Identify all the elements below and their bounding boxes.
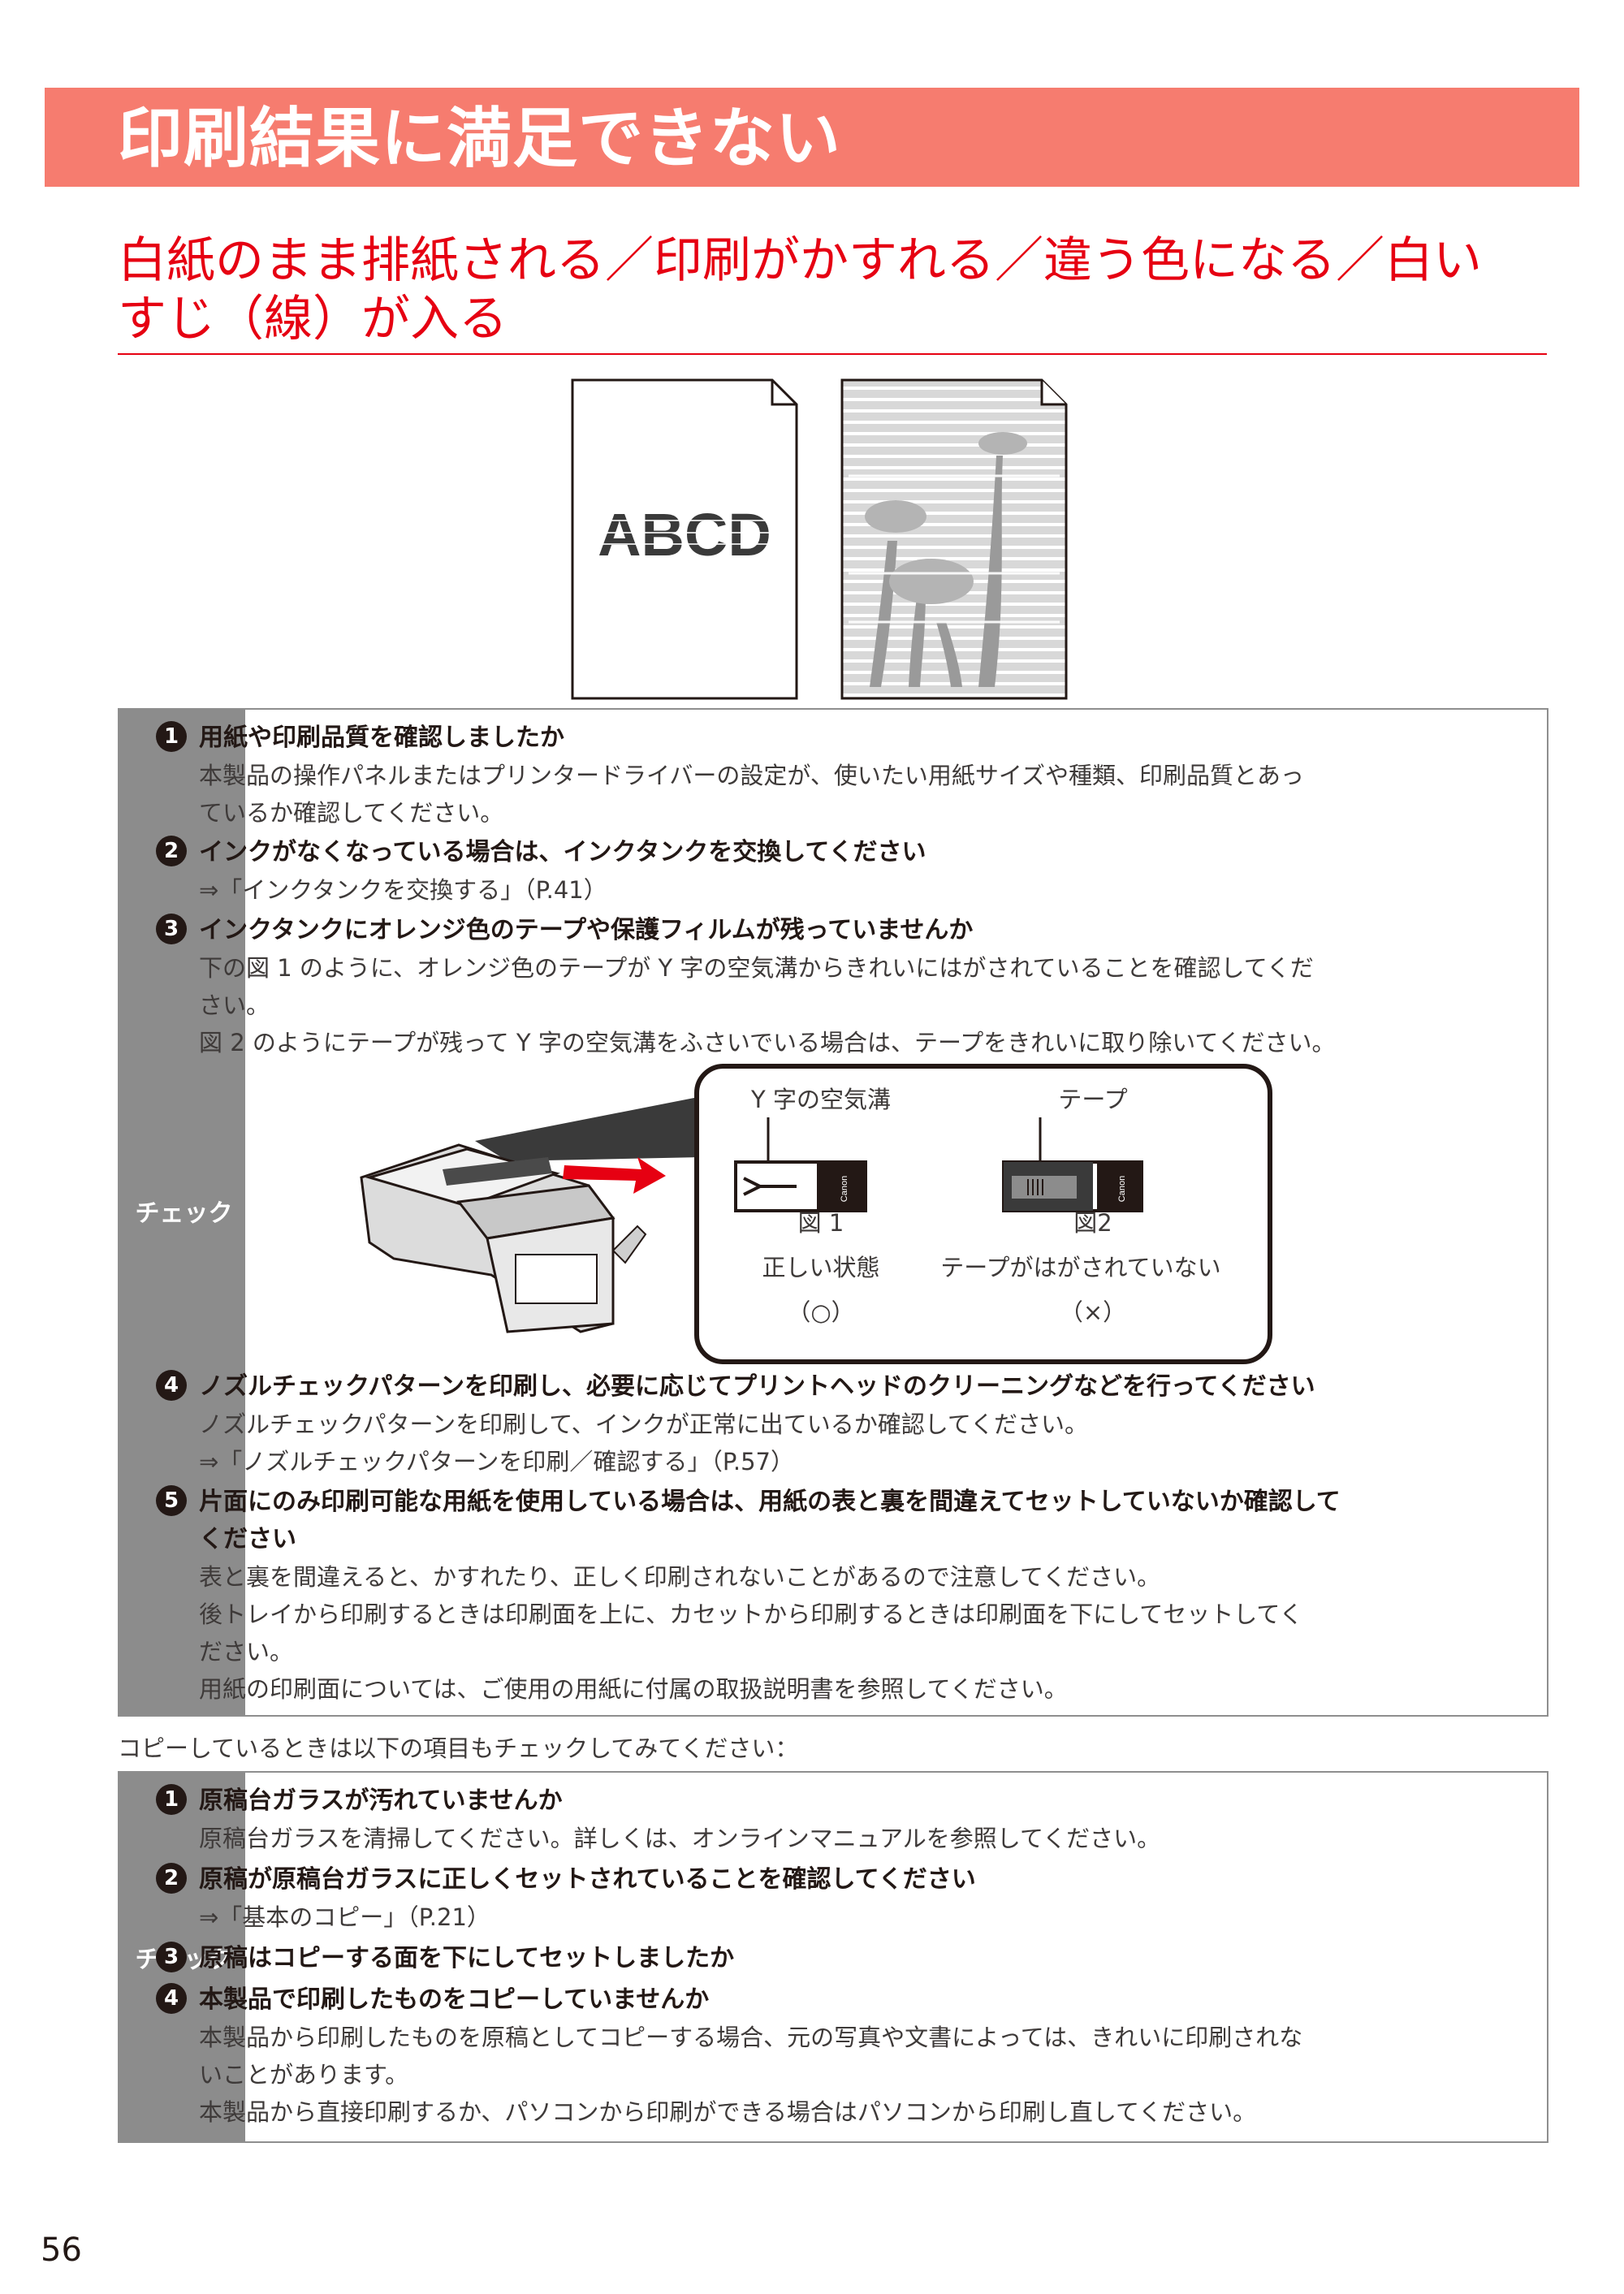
item-body-line: 本製品から印刷したものを原稿としてコピーする場合、元の写真や文書によっては、きれ…	[199, 2024, 1303, 2051]
sample-sheet-faded-text: ABCD	[571, 378, 798, 700]
check-item-2-4: 4 本製品で印刷したものをコピーしていませんか 本製品から印刷したものを原稿とし…	[156, 1981, 1531, 2131]
item-number-badge: 4	[156, 1983, 187, 2014]
check-box-1: チェック	[118, 708, 1548, 1717]
ink-tank-callout: Y 字の空気溝 テープ Canon Canon 図 1 図2 正しい状態 テープ…	[694, 1064, 1272, 1364]
label-y-groove: Y 字の空気溝	[751, 1086, 891, 1113]
figure-2-tank-top: Canon	[1002, 1117, 1143, 1212]
item-heading: 原稿台ガラスが汚れていませんか	[199, 1786, 563, 1815]
item-reference-link[interactable]: ⇒「インクタンクを交換する」（P.41）	[199, 876, 607, 904]
check-label-bar: チェック	[119, 710, 245, 1715]
check-item-2-2: 2 原稿が原稿台ガラスに正しくセットされていることを確認してください ⇒「基本の…	[156, 1861, 1531, 1936]
title-banner: 印刷結果に満足できない	[45, 88, 1579, 187]
item-body-line: 表と裏を間違えると、かすれたり、正しく印刷されないことがあるので注意してください…	[199, 1563, 1161, 1591]
figure-2-mark: （×）	[1059, 1298, 1127, 1326]
item-heading: インクタンクにオレンジ色のテープや保護フィルムが残っていませんか	[199, 916, 974, 944]
check-item-2-3: 3 原稿はコピーする面を下にしてセットしましたか	[156, 1940, 1531, 1977]
item-number-badge: 2	[156, 836, 187, 866]
item-body-line: いことがあります。	[199, 2061, 409, 2089]
item-body-line: ているか確認してください。	[199, 799, 504, 827]
brand-label: Canon	[840, 1176, 849, 1202]
figure-1-label: 図 1	[797, 1209, 844, 1237]
ink-tank-illustration	[360, 1096, 702, 1333]
item-heading: ください	[199, 1525, 296, 1553]
figure-2-description: テープがはがされていない	[940, 1254, 1221, 1281]
check-item-1-2: 2 インクがなくなっている場合は、インクタンクを交換してください ⇒「インクタン…	[156, 834, 1531, 909]
item-heading: インクがなくなっている場合は、インクタンクを交換してください	[199, 838, 926, 866]
check-item-1-1: 1 用紙や印刷品質を確認しましたか 本製品の操作パネルまたはプリンタードライバー…	[156, 719, 1531, 832]
item-heading: 片面にのみ印刷可能な用紙を使用している場合は、用紙の表と裏を間違えてセットしてい…	[199, 1488, 1341, 1516]
item-number-badge: 2	[156, 1863, 187, 1894]
item-body-line: 後トレイから印刷するときは印刷面を上に、カセットから印刷するときは印刷面を下にし…	[199, 1601, 1303, 1628]
subtitle-line-1: 白紙のまま排紙される／印刷がかすれる／違う色になる／白い	[118, 232, 1482, 289]
check-label: チェック	[135, 1199, 233, 1228]
item-heading: ノズルチェックパターンを印刷し、必要に応じてプリントヘッドのクリーニングなどを行…	[199, 1372, 1315, 1401]
item-heading: 本製品で印刷したものをコピーしていませんか	[199, 1985, 710, 2014]
item-body-line: 図 2 のようにテープが残って Y 字の空気溝をふさいでいる場合は、テープをきれ…	[199, 1029, 1336, 1056]
subtitle-line-2: すじ（線）が入る	[118, 291, 508, 348]
figure-1-mark: （○）	[787, 1298, 855, 1326]
item-body-line: ノズルチェックパターンを印刷して、インクが正常に出ているか確認してください。	[199, 1411, 1089, 1438]
item-reference-link[interactable]: ⇒「基本のコピー」（P.21）	[199, 1903, 490, 1931]
subtitle-rule	[118, 353, 1547, 355]
page-title: 印刷結果に満足できない	[118, 101, 841, 176]
page-number: 56	[41, 2231, 82, 2269]
item-number-badge: 1	[156, 1784, 187, 1815]
item-body-line: 用紙の印刷面については、ご使用の用紙に付属の取扱説明書を参照してください。	[199, 1675, 1068, 1703]
item-number-badge: 3	[156, 1942, 187, 1972]
item-body-line: さい。	[199, 991, 270, 1019]
figure-1-description: 正しい状態	[762, 1254, 880, 1281]
item-reference-link[interactable]: ⇒「ノズルチェックパターンを印刷／確認する」（P.57）	[199, 1448, 794, 1475]
sample-sheet-streaked-image	[840, 378, 1068, 700]
item-number-badge: 4	[156, 1370, 187, 1401]
item-number-badge: 5	[156, 1485, 187, 1516]
check-item-1-5: 5 片面にのみ印刷可能な用紙を使用している場合は、用紙の表と裏を間違えてセットし…	[156, 1484, 1531, 1708]
item-number-badge: 3	[156, 914, 187, 944]
sample-abcd-text: ABCD	[598, 501, 771, 568]
item-body-line: 本製品から直接印刷するか、パソコンから印刷ができる場合はパソコンから印刷し直して…	[199, 2098, 1257, 2126]
figure-2-label: 図2	[1073, 1209, 1112, 1237]
item-number-badge: 1	[156, 721, 187, 752]
figure-1-tank-top: Canon	[734, 1117, 867, 1212]
item-body-line: 下の図 1 のように、オレンジ色のテープが Y 字の空気溝からきれいにはがされて…	[199, 954, 1314, 982]
brand-label: Canon	[1117, 1176, 1127, 1202]
item-body-line: 原稿台ガラスを清掃してください。詳しくは、オンラインマニュアルを参照してください…	[199, 1825, 1161, 1852]
item-body-line: 本製品の操作パネルまたはプリンタードライバーの設定が、使いたい用紙サイズや種類、…	[199, 762, 1304, 789]
item-heading: 用紙や印刷品質を確認しましたか	[199, 724, 564, 752]
copy-note: コピーしているときは以下の項目もチェックしてみてください：	[118, 1735, 799, 1762]
label-tape: テープ	[1058, 1086, 1128, 1113]
section-subtitle: 白紙のまま排紙される／印刷がかすれる／違う色になる／白い すじ（線）が入る	[118, 231, 1547, 348]
check-item-1-3: 3 インクタンクにオレンジ色のテープや保護フィルムが残っていませんか 下の図 1…	[156, 912, 1531, 1061]
check-item-2-1: 1 原稿台ガラスが汚れていませんか 原稿台ガラスを清掃してください。詳しくは、オ…	[156, 1782, 1531, 1857]
item-body-line: ださい。	[199, 1638, 294, 1665]
check-item-1-4: 4 ノズルチェックパターンを印刷し、必要に応じてプリントヘッドのクリーニングなど…	[156, 1368, 1531, 1480]
item-heading: 原稿はコピーする面を下にしてセットしましたか	[199, 1944, 735, 1972]
item-heading: 原稿が原稿台ガラスに正しくセットされていることを確認してください	[199, 1865, 976, 1894]
